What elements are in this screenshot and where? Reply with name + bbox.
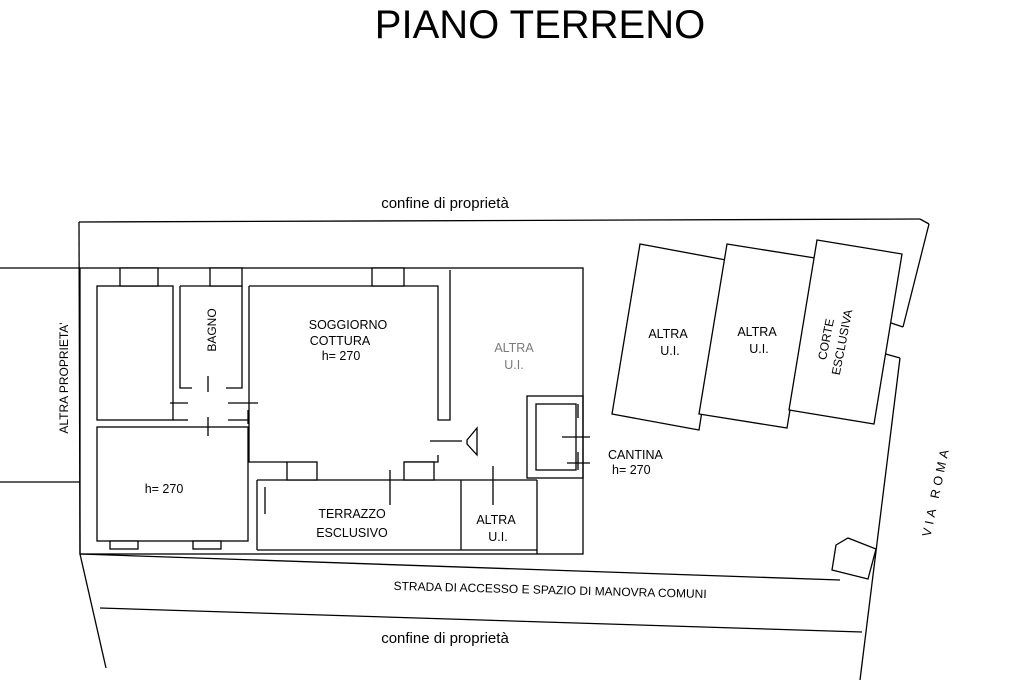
cantina-room — [526, 395, 590, 479]
soggiorno-label-1: SOGGIORNO — [309, 318, 388, 332]
cantina-label: CANTINA — [608, 448, 664, 462]
cantina-height: h= 270 — [612, 463, 651, 477]
strada-label: STRADA DI ACCESSO E SPAZIO DI MANOVRA CO… — [393, 579, 706, 601]
confine-bottom-label: confine di proprietà — [381, 630, 509, 647]
soggiorno-label-2: COTTURA — [310, 334, 371, 348]
camera-height: h= 270 — [145, 482, 184, 496]
altra-ui-gray-1: ALTRA — [494, 341, 534, 355]
bagno-label: BAGNO — [205, 308, 219, 351]
altra-ui-right-2-line2: U.I. — [749, 342, 768, 356]
altra-ui-right-1-line1: ALTRA — [648, 327, 688, 341]
altra-ui-right-1-line2: U.I. — [660, 344, 679, 358]
confine-top-label: confine di proprietà — [381, 195, 509, 212]
altra-ui-right-2-line1: ALTRA — [737, 325, 777, 339]
altra-ui-bottom-1: ALTRA — [476, 513, 516, 527]
plan-title: PIANO TERRENO — [375, 3, 705, 47]
corte-esclusiva-block — [788, 239, 903, 425]
altra-ui-bottom-2: U.I. — [488, 530, 507, 544]
altra-ui-block-2 — [698, 243, 816, 429]
altra-ui-gray-2: U.I. — [504, 358, 523, 372]
soggiorno-height: h= 270 — [322, 349, 361, 363]
main-building — [79, 267, 584, 555]
terrazzo-label-1: TERRAZZO — [318, 507, 386, 521]
altra-proprieta-label: ALTRA PROPRIETA' — [57, 322, 71, 433]
altra-ui-block-1 — [611, 243, 727, 431]
terrazzo-label-2: ESCLUSIVO — [316, 526, 388, 540]
via-roma-label: VIA ROMA — [920, 445, 953, 538]
